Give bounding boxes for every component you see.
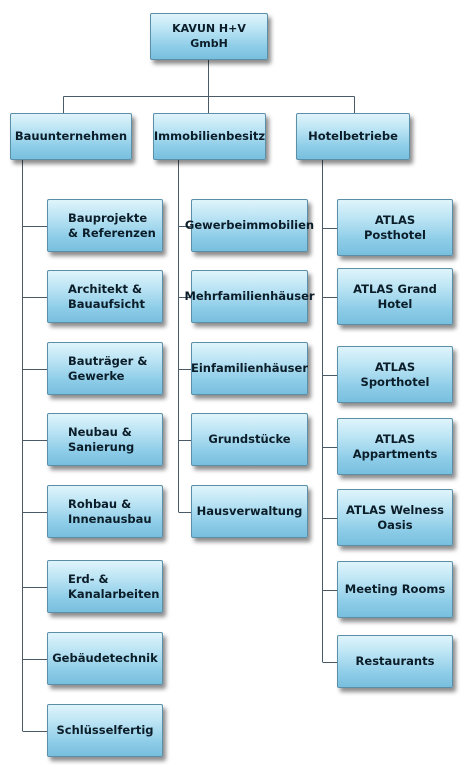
branch-bauunternehmen: Bauunternehmen	[10, 113, 132, 160]
child-grundstuecke: Grundstücke	[191, 413, 308, 466]
child-atlas-welness-oasis: ATLAS Welness Oasis	[337, 489, 453, 546]
child-gebaeudetechnik: Gebäudetechnik	[47, 632, 163, 685]
branch-immobilienbesitz: Immobilienbesitz	[153, 113, 266, 160]
child-schluesselfertig: Schlüsselfertig	[47, 704, 163, 757]
child-einfamilienhaeuser: Einfamilienhäuser	[191, 342, 308, 395]
branch-hotelbetriebe: Hotelbetriebe	[296, 113, 410, 160]
child-bauprojekte-referenzen: Bauprojekte & Referenzen	[47, 199, 163, 252]
child-architekt-bauaufsicht: Architekt & Bauaufsicht	[47, 270, 163, 323]
child-neubau-sanierung: Neubau & Sanierung	[47, 413, 163, 466]
child-atlas-appartments: ATLAS Appartments	[337, 418, 453, 475]
child-rohbau-innenausbau: Rohbau & Innenausbau	[47, 485, 163, 538]
child-meeting-rooms: Meeting Rooms	[337, 561, 453, 618]
child-gewerbeimmobilien: Gewerbeimmobilien	[185, 199, 314, 252]
root-node: KAVUN H+V GmbH	[150, 13, 268, 60]
child-hausverwaltung: Hausverwaltung	[191, 485, 308, 538]
child-atlas-sporthotel: ATLAS Sporthotel	[337, 346, 453, 403]
child-atlas-posthotel: ATLAS Posthotel	[337, 199, 453, 256]
child-restaurants: Restaurants	[337, 635, 453, 688]
child-erd-kanalarbeiten: Erd- & Kanalarbeiten	[47, 560, 163, 613]
child-bautraeger-gewerke: Bauträger & Gewerke	[47, 342, 163, 395]
child-mehrfamilienhaeuser: Mehrfamilienhäuser	[184, 270, 315, 323]
child-atlas-grand-hotel: ATLAS Grand Hotel	[337, 268, 453, 325]
